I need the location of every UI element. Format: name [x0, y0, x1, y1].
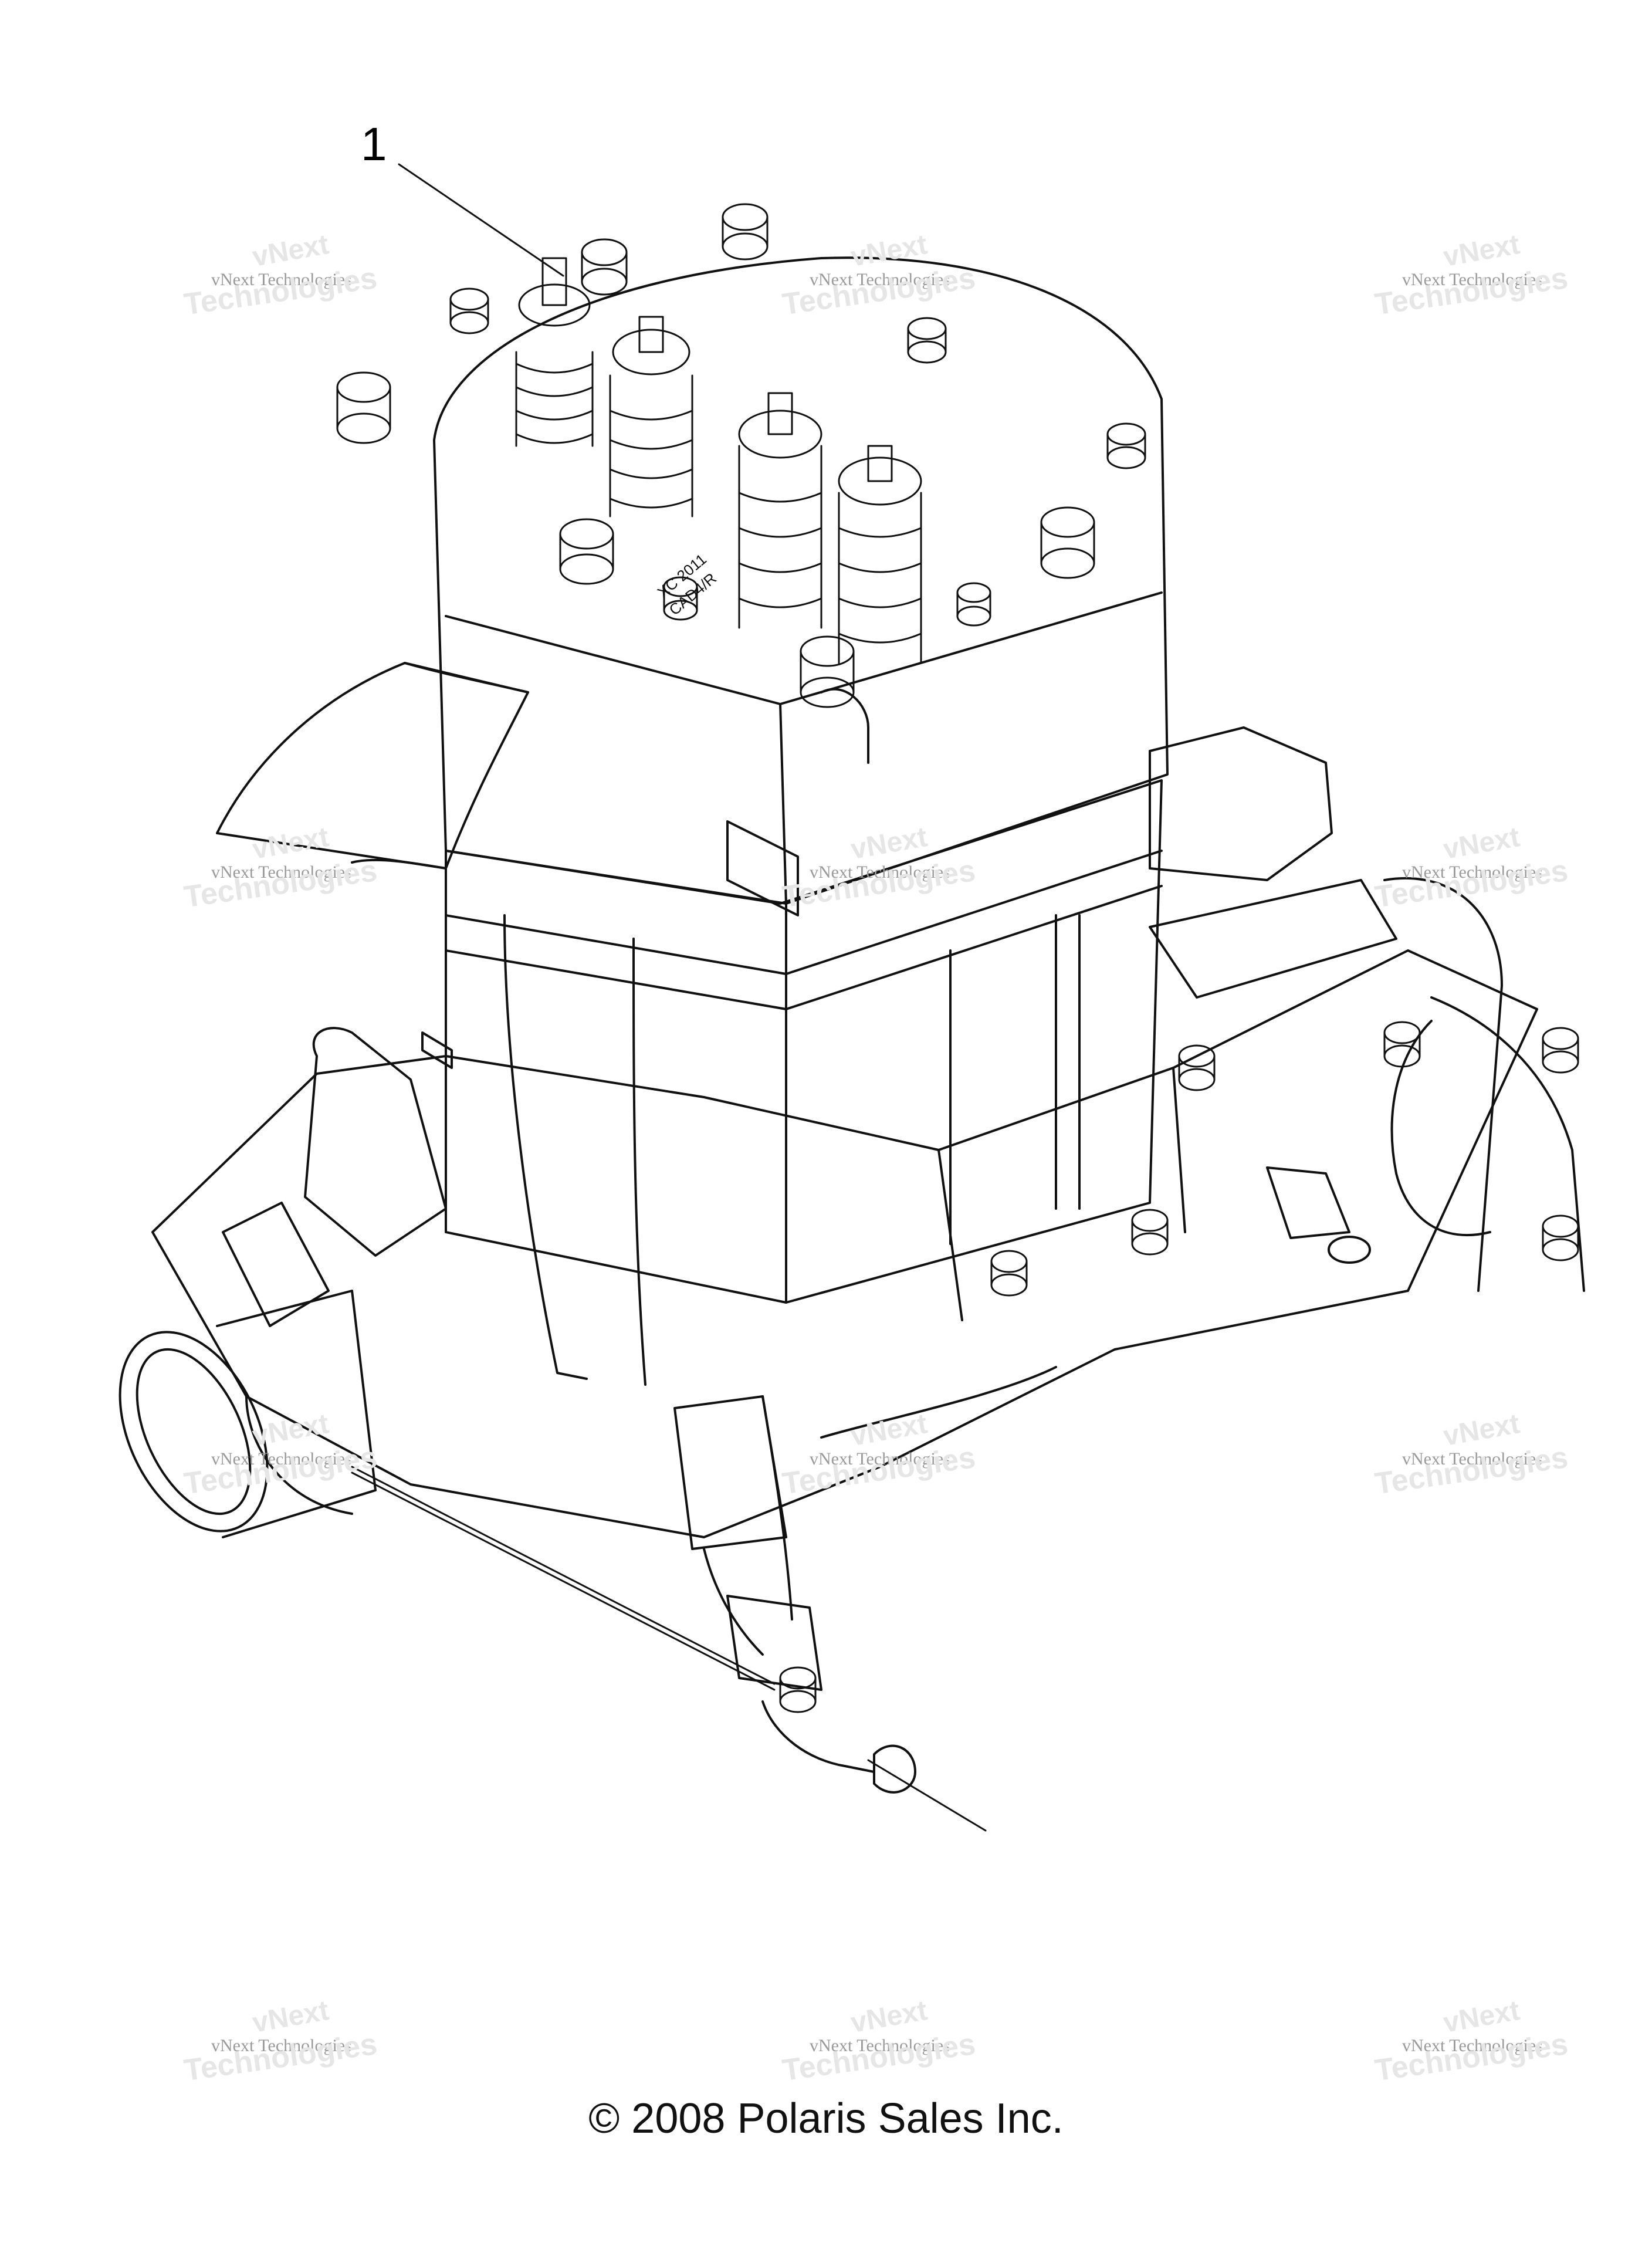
- bolt: [907, 317, 947, 364]
- watermark: vNext vNext Technologies Technologies: [1373, 1995, 1570, 2088]
- watermark: vNext vNext Technologies Technologies: [1373, 821, 1570, 915]
- sensor-right: [1266, 1166, 1371, 1264]
- watermark: vNext vNext Technologies Technologies: [780, 1408, 978, 1501]
- watermark: vNext vNext Technologies Technologies: [1373, 229, 1570, 322]
- bolt: [1542, 1027, 1579, 1074]
- cylinder-head: [433, 256, 1169, 916]
- right-flange-assembly: [1149, 726, 1585, 1292]
- intake-ring-left: [119, 1290, 377, 1538]
- bolt: [779, 1666, 817, 1713]
- callout-leader-line: [398, 163, 564, 277]
- bolts: [336, 203, 1579, 1713]
- lower-bracket: [673, 1395, 987, 1832]
- bolt: [990, 1250, 1028, 1297]
- valve-spring-1: [515, 257, 594, 447]
- crankcase: [151, 949, 1538, 1538]
- wire: [351, 1471, 776, 1691]
- bolt: [722, 203, 769, 261]
- watermark: vNext vNext Technologies Technologies: [182, 821, 380, 915]
- bolt: [449, 287, 489, 334]
- exhaust-pipe-left: [216, 662, 529, 870]
- watermark: vNext vNext Technologies Technologies: [182, 229, 380, 322]
- bolt: [1542, 1215, 1579, 1261]
- copyright-notice: © 2008 Polaris Sales Inc.: [588, 2095, 1064, 2142]
- wire: [351, 1466, 776, 1685]
- bolt: [1383, 1021, 1421, 1068]
- valve-spring-3: [738, 392, 822, 629]
- bolt: [581, 238, 628, 296]
- watermark: vNext vNext Technologies Technologies: [182, 1995, 380, 2088]
- left-manifold: [222, 1027, 453, 1327]
- bolt: [1178, 1044, 1216, 1091]
- watermark: vNext vNext Technologies Technologies: [780, 229, 978, 322]
- bolt: [956, 582, 991, 627]
- bolt: [1040, 506, 1095, 579]
- valve-spring-4: [838, 445, 922, 664]
- bolt: [800, 635, 855, 708]
- bolt: [559, 518, 614, 585]
- watermark: vNext vNext Technologies Technologies: [182, 1408, 380, 1501]
- watermark: vNext vNext Technologies Technologies: [1373, 1408, 1570, 1501]
- bolt: [1106, 422, 1146, 469]
- watermark: vNext vNext Technologies Technologies: [780, 821, 978, 915]
- valve-spring-2: [609, 316, 693, 517]
- bolt: [663, 576, 698, 621]
- callout-number-1: 1: [361, 118, 387, 170]
- watermark: vNext vNext Technologies Technologies: [780, 1995, 978, 2088]
- bolt: [336, 371, 391, 444]
- bolt: [1131, 1209, 1169, 1256]
- cylinder-block: [445, 779, 1163, 1386]
